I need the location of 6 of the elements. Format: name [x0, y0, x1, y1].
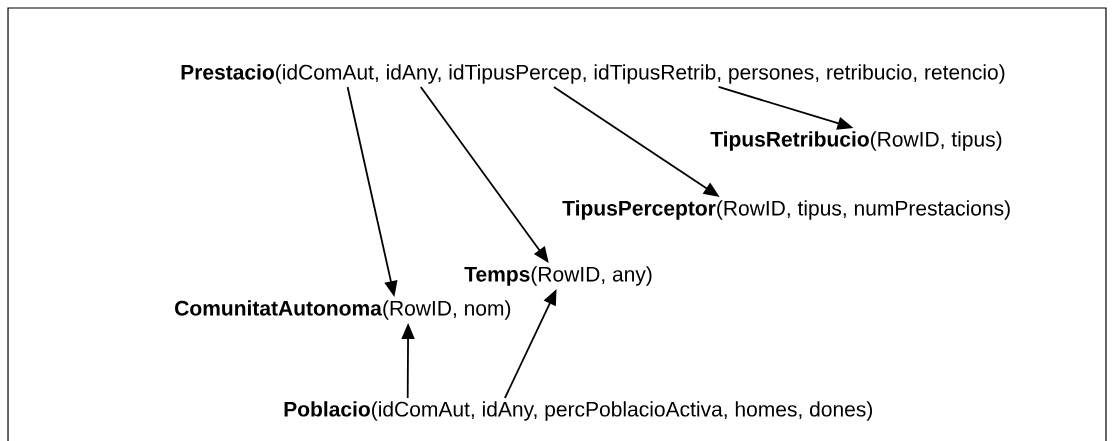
table-schema: Prestacio(idComAut, idAny, idTipusPercep, idTipusRetrib, persones, retribucio, retencio) — [181, 64, 1005, 84]
table-schema: Poblacio(idComAut, idAny, percPoblacioActiva, homes, dones) — [284, 401, 872, 421]
table-schema: TipusRetribucio(RowID, tipus) — [710, 131, 1002, 151]
table-schema: TipusPerceptor(RowID, tipus, numPrestacions) — [562, 200, 1010, 220]
table-schema: ComunitatAutonoma(RowID, nom) — [175, 300, 511, 320]
table-schema: Temps(RowID, any) — [464, 266, 652, 286]
